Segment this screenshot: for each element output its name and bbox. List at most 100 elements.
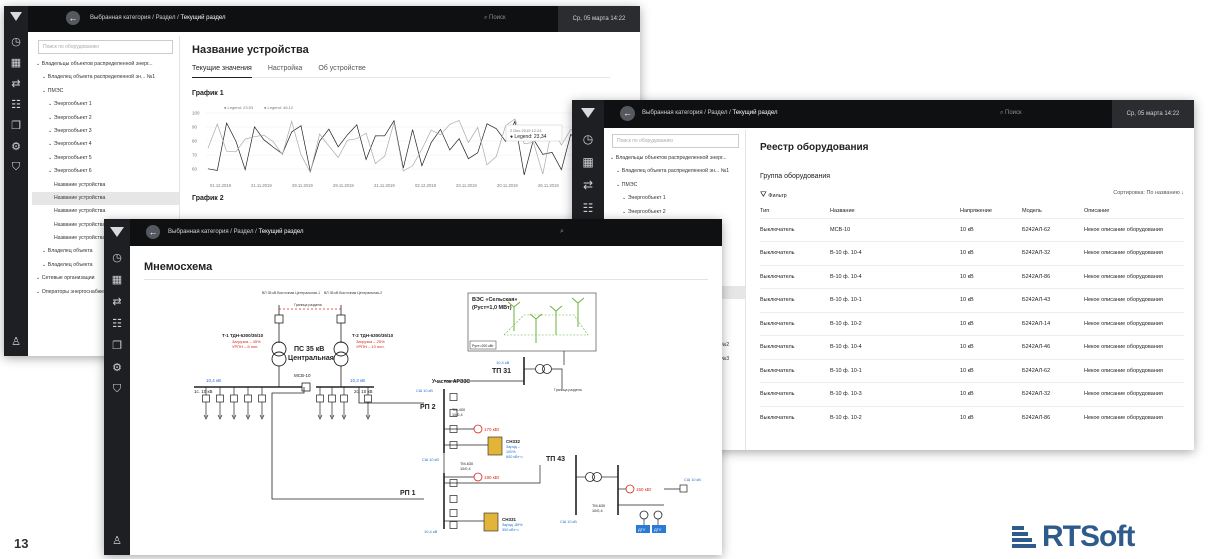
tree-item[interactable]: ⌄ Владельцы объектов распределенной энер… <box>36 61 153 67</box>
tree-item[interactable]: ⌄ Энергообъект 6 <box>48 168 92 175</box>
tree-search-input[interactable]: Поиск по оборудованию <box>38 40 173 54</box>
list-icon[interactable]: ☷ <box>11 99 21 111</box>
app-logo-icon[interactable] <box>581 108 595 118</box>
search-field[interactable]: ⌕ Поиск <box>1000 110 1022 116</box>
tree-item[interactable]: Название устройства <box>54 235 106 242</box>
dashboard-icon[interactable]: ◷ <box>582 132 594 146</box>
tree-item[interactable]: ⌄ Энергообъект 2 <box>622 208 666 215</box>
table-cell: Выключатель <box>760 415 795 421</box>
area-csh: СШ 10 кВ <box>416 389 433 393</box>
feeder-arrow <box>365 414 371 420</box>
tree-item[interactable]: Название устройства <box>54 221 106 228</box>
gear-icon[interactable]: ⚙ <box>112 362 122 374</box>
top-bar: ← Выбранная категория / Раздел / Текущий… <box>604 100 1194 128</box>
grid-icon[interactable]: ▦ <box>582 155 594 169</box>
column-header[interactable]: Напряжение <box>960 207 992 214</box>
table-cell: Б242АЛ-62 <box>1022 367 1051 374</box>
feeder-breaker <box>230 394 238 403</box>
feeder-arrow <box>245 414 251 420</box>
tree-item[interactable]: Название устройства <box>54 208 106 215</box>
table-cell: В-10 ф. 10-1 <box>830 297 862 304</box>
app-logo-icon[interactable] <box>110 227 124 237</box>
tree-item[interactable]: ⌄ Владелец объекта <box>42 261 93 268</box>
column-header[interactable]: Название <box>830 207 855 214</box>
tree-item[interactable]: ⌄ Операторы энергоснабжения <box>36 288 113 295</box>
user-icon[interactable]: ♙ <box>11 336 21 348</box>
tab-about[interactable]: Об устройстве <box>318 65 366 72</box>
app-logo-icon[interactable] <box>10 12 22 21</box>
feeder-arrow <box>231 414 237 420</box>
dgu-2 <box>652 525 666 533</box>
tree-item[interactable]: ⌄ Энергообъект 4 <box>48 141 92 148</box>
column-header[interactable]: Модель <box>1022 207 1042 214</box>
transfer-icon[interactable]: ⇄ <box>582 178 594 192</box>
feeder-breaker <box>364 394 372 403</box>
tree-item[interactable]: ⌄ Владельцы объектов распределенной энер… <box>610 155 727 161</box>
tree-item[interactable]: ⌄ Энергообъект 2 <box>48 114 92 121</box>
dashboard-icon[interactable]: ◷ <box>11 36 21 48</box>
table-cell: 10 кВ <box>960 320 974 327</box>
back-icon[interactable]: ← <box>620 106 635 121</box>
back-icon[interactable]: ← <box>146 225 160 239</box>
tree-item[interactable]: ⌄ Сетевые организации <box>36 275 95 282</box>
documents-icon[interactable]: ❐ <box>112 340 122 352</box>
feeder-breaker <box>216 394 224 403</box>
tree-search-input[interactable]: Поиск по оборудованию <box>612 134 739 148</box>
tab-settings[interactable]: Настройка <box>267 65 303 72</box>
search-icon[interactable]: ⌕ <box>560 228 564 235</box>
p190-label: 190 кВт <box>484 475 500 480</box>
border-label-top: Граница раздела <box>294 303 322 307</box>
list-icon[interactable]: ☷ <box>112 318 122 330</box>
search-field[interactable]: ⌕ Поиск <box>484 15 506 21</box>
dashboard-icon[interactable]: ◷ <box>112 252 122 264</box>
tree-item[interactable]: ⌄ Энергообъект 1 <box>622 195 666 202</box>
y-tick-label: 100 <box>192 111 200 116</box>
tree-item[interactable]: ⌄ Владелец объекта <box>42 248 93 255</box>
grid-icon[interactable]: ▦ <box>10 57 22 69</box>
rp1-voltage: 10,4 кВ <box>424 529 438 534</box>
tree-item[interactable]: ⌄ ПМЭС <box>42 87 64 94</box>
table-cell: Б242АЛ-43 <box>1022 297 1051 304</box>
column-header[interactable]: Тип <box>760 207 770 214</box>
tree-item[interactable]: Название устройства <box>54 181 106 188</box>
user-icon[interactable]: ♙ <box>112 535 122 547</box>
tree-item[interactable]: ⌄ Владелец объекта распределенной эн... … <box>616 168 730 175</box>
list-icon[interactable]: ☷ <box>582 201 594 215</box>
incoming-breakers <box>274 314 346 324</box>
msv-breaker <box>301 382 311 392</box>
tree-item[interactable]: ⌄ Энергообъект 3 <box>48 127 92 134</box>
tree-item[interactable]: ⌄ Владелец объекта распределенной эн... … <box>42 74 156 81</box>
table-cell: МСВ-10 <box>830 226 851 233</box>
filter-button[interactable]: ⛛ Фильтр <box>760 190 787 199</box>
back-icon[interactable]: ← <box>66 11 80 25</box>
feeder-arrow <box>317 414 323 420</box>
table-cell: Некое описание оборудования <box>1084 250 1163 257</box>
shield-icon[interactable]: ⛉ <box>11 161 21 173</box>
rp2-t1-ratio: 10/0,4 <box>452 413 463 417</box>
tree-item[interactable]: ⌄ ПМЭС <box>616 181 638 188</box>
column-header[interactable]: Описание <box>1084 207 1110 214</box>
tree-item[interactable]: Название устройства <box>32 191 179 206</box>
shield-icon[interactable]: ⛉ <box>112 383 122 395</box>
sort-control[interactable]: Сортировка: По названию ↓ <box>1113 190 1184 196</box>
tree-item[interactable]: ⌄ Энергообъект 1 <box>48 101 92 108</box>
table-cell: 10 кВ <box>960 415 974 421</box>
transfer-icon[interactable]: ⇄ <box>11 78 21 90</box>
transformer-tp43 <box>585 472 602 482</box>
gear-icon[interactable]: ⚙ <box>11 141 21 153</box>
grid-icon[interactable]: ▦ <box>111 274 123 286</box>
documents-icon[interactable]: ❐ <box>11 120 21 132</box>
tab-current-values[interactable]: Текущие значения <box>192 65 252 78</box>
transfer-icon[interactable]: ⇄ <box>112 296 122 308</box>
tree-item[interactable]: ⌄ Энергообъект 5 <box>48 154 92 161</box>
feeder-breaker <box>316 394 324 403</box>
